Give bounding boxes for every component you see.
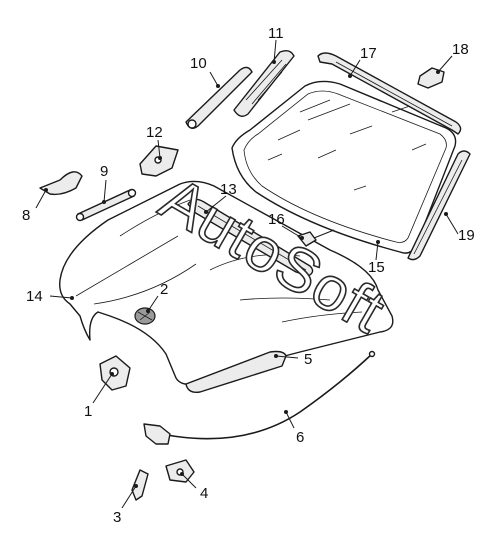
callout-19: 19 xyxy=(458,227,475,244)
callout-9: 9 xyxy=(100,163,108,180)
mirror-base xyxy=(417,67,445,89)
callout-2: 2 xyxy=(160,281,168,298)
callout-3: 3 xyxy=(113,509,121,526)
latch-clip xyxy=(165,459,195,483)
callout-6: 6 xyxy=(296,429,304,446)
callout-16: 16 xyxy=(268,211,285,228)
callout-18: 18 xyxy=(452,41,469,58)
callout-17: 17 xyxy=(360,45,377,62)
hood-hinge xyxy=(39,171,83,196)
callout-13: 13 xyxy=(220,181,237,198)
callout-8: 8 xyxy=(22,207,30,224)
callout-15: 15 xyxy=(368,259,385,276)
callout-14: 14 xyxy=(26,288,43,305)
hood-emblem xyxy=(134,307,156,325)
leader-lines xyxy=(35,39,459,509)
hood-seal xyxy=(187,198,314,277)
callout-5: 5 xyxy=(304,351,312,368)
callout-labels: 1 2 3 4 5 6 8 9 10 11 12 13 14 15 16 17 … xyxy=(22,25,475,526)
upper-trim-strip xyxy=(317,52,462,135)
callout-11: 11 xyxy=(268,25,284,42)
callout-10: 10 xyxy=(190,55,207,72)
wiper-arm xyxy=(185,66,253,129)
callout-1: 1 xyxy=(84,403,92,420)
washer-nozzle xyxy=(297,229,335,247)
side-trim-strip xyxy=(407,150,471,261)
release-cable xyxy=(143,350,376,445)
callout-12: 12 xyxy=(146,124,163,141)
hinge-bracket xyxy=(139,145,179,177)
callout-dots xyxy=(44,60,448,488)
release-handle xyxy=(131,469,149,501)
hood-strut xyxy=(75,188,137,222)
callout-4: 4 xyxy=(200,485,208,502)
hood-seal-strip xyxy=(185,350,287,394)
cowl-panel xyxy=(233,49,295,117)
